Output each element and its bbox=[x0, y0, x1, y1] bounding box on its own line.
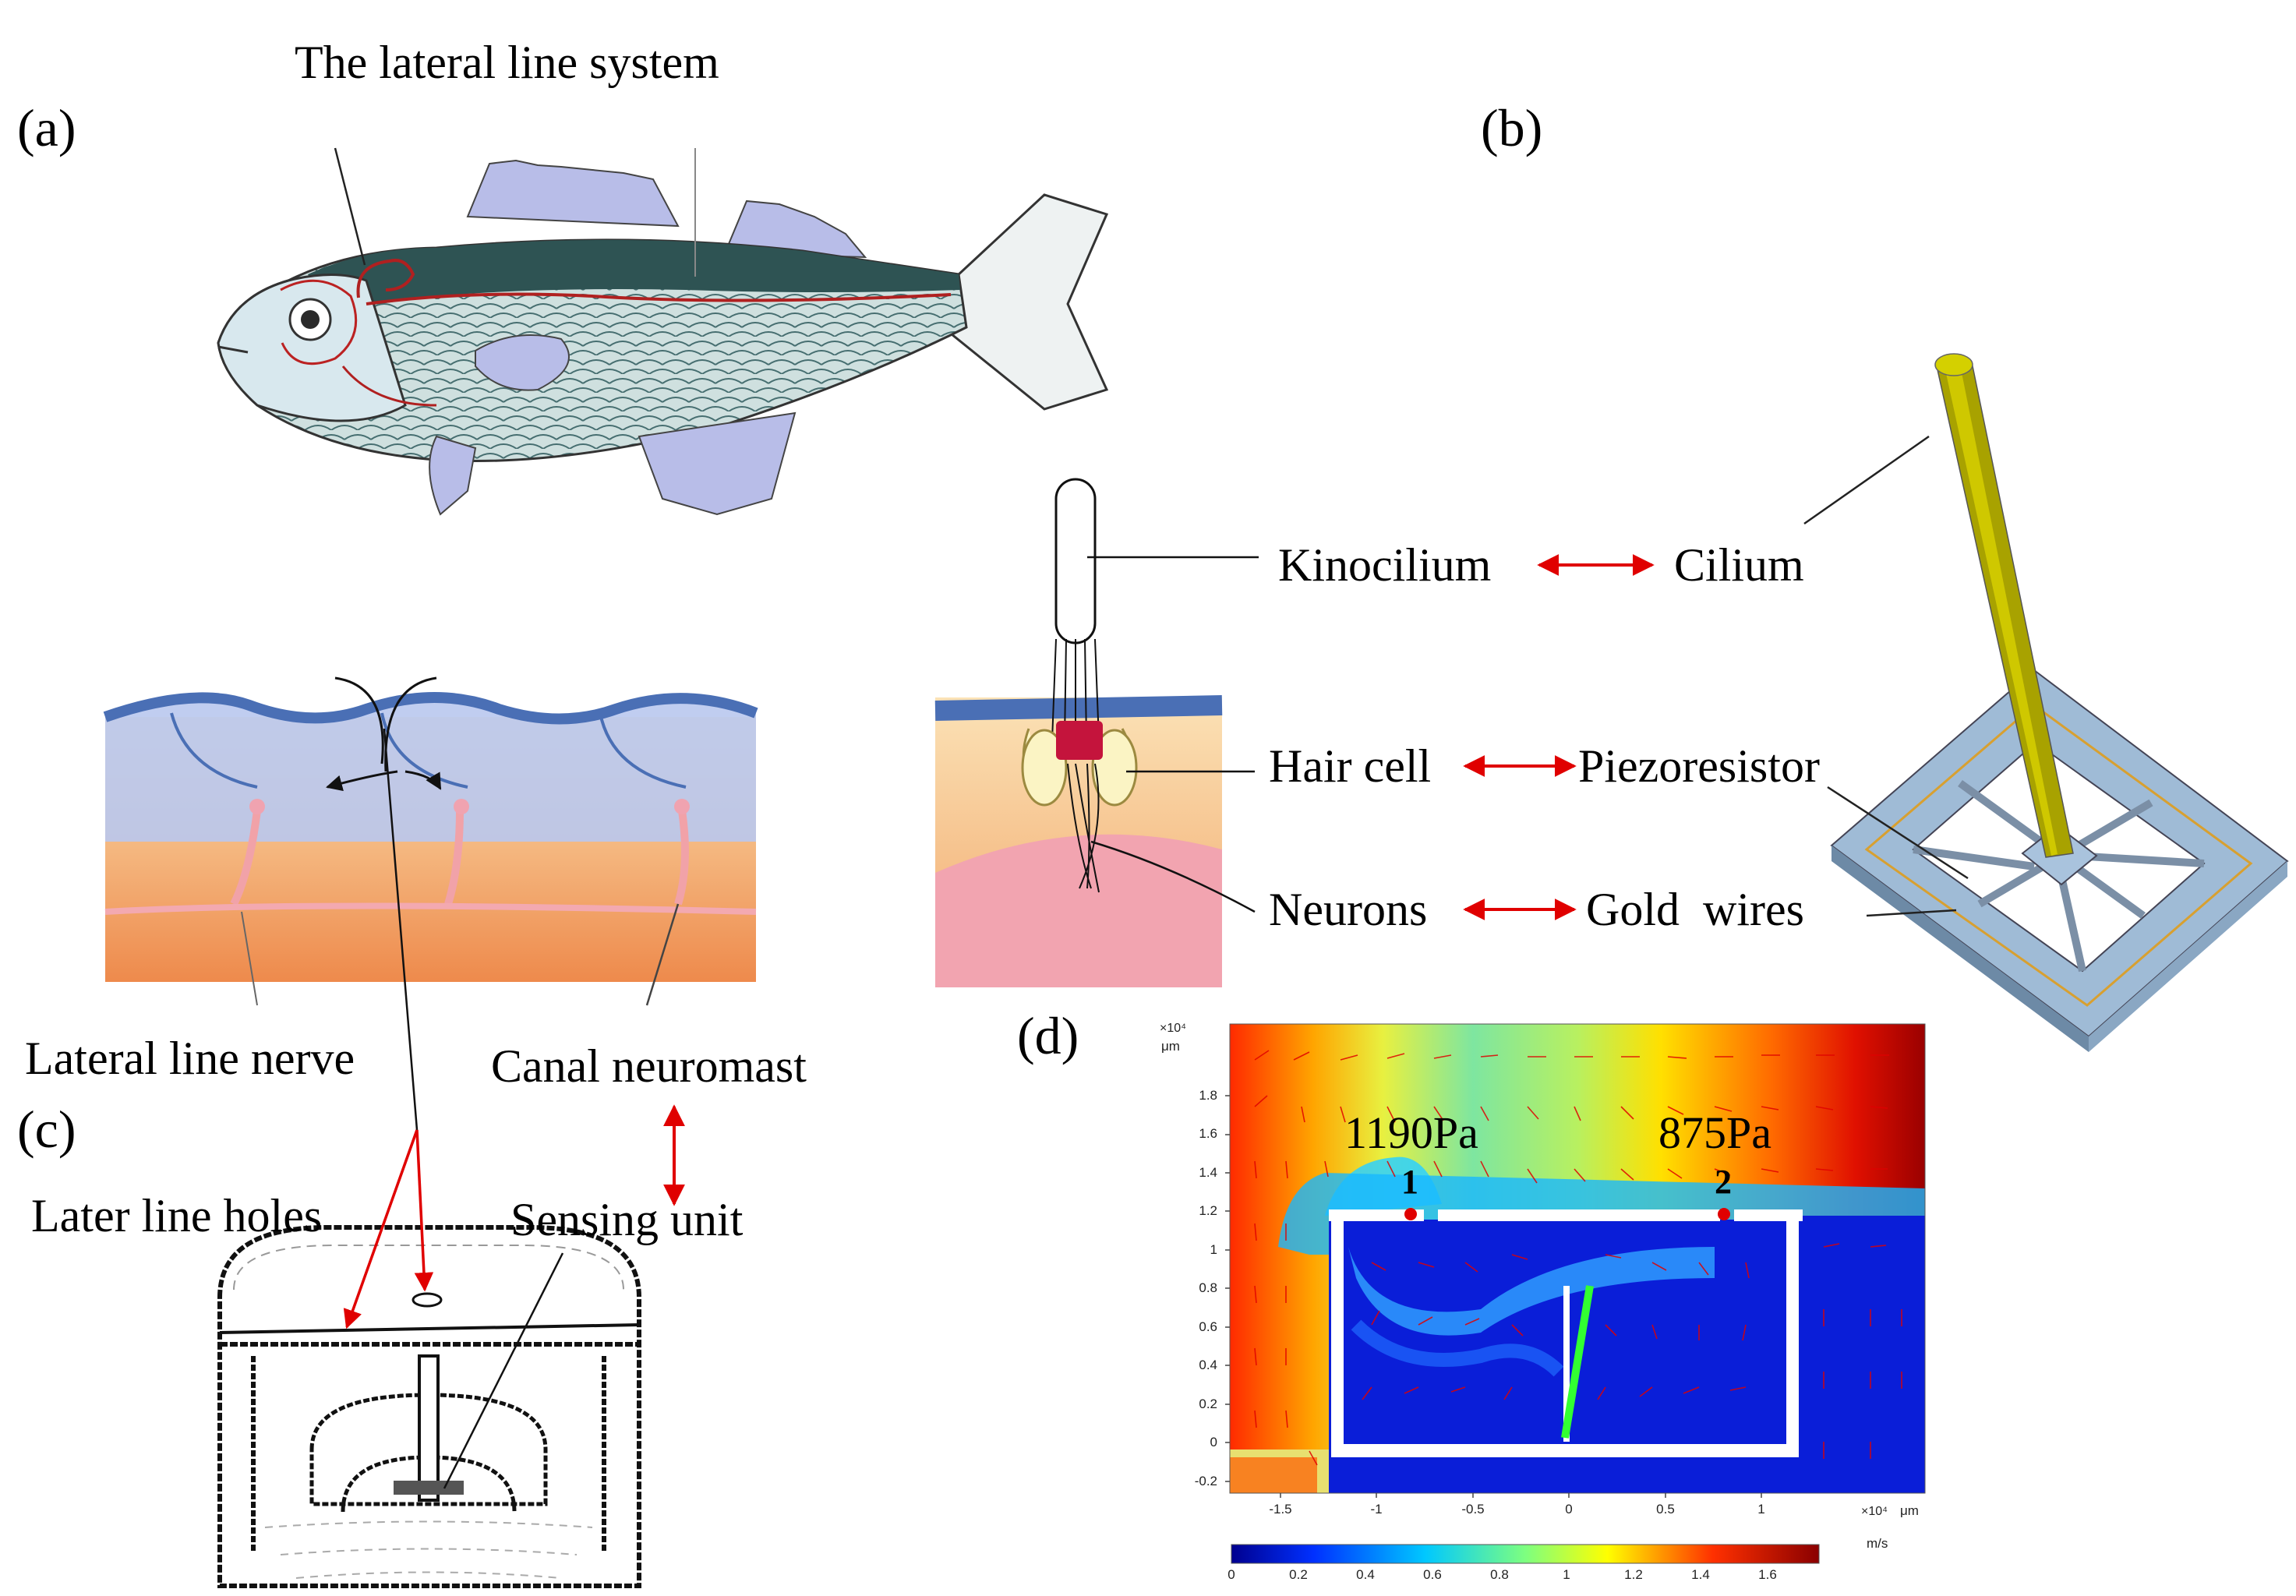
colorbar-tick: 0.6 bbox=[1423, 1567, 1442, 1582]
y-tick: 1 bbox=[1210, 1242, 1217, 1257]
x-tick: -1.5 bbox=[1269, 1502, 1292, 1517]
colorbar-tick: 1 bbox=[1563, 1567, 1570, 1582]
sensor-housing-drawing bbox=[217, 1129, 641, 1588]
lateral-line-nerve-label: Lateral line nerve bbox=[25, 1033, 355, 1084]
canal-cross-section bbox=[103, 676, 758, 1131]
hair-cell-illustration bbox=[934, 478, 1259, 987]
simulation-plot bbox=[1225, 1023, 1926, 1564]
colorbar bbox=[1231, 1544, 1820, 1564]
pressure-point-2-value: 875Pa bbox=[1658, 1107, 1771, 1158]
y-tick: 0.6 bbox=[1199, 1319, 1217, 1334]
y-tick: 0.2 bbox=[1199, 1396, 1217, 1411]
y-tick: 1.4 bbox=[1199, 1165, 1217, 1180]
gold-wires-label: Gold wires bbox=[1586, 884, 1804, 935]
x-tick: -0.5 bbox=[1461, 1502, 1485, 1517]
cilium-label: Cilium bbox=[1674, 539, 1804, 591]
x-tick: -1 bbox=[1370, 1502, 1383, 1517]
mems-sensor-3d bbox=[1803, 353, 2289, 1052]
colorbar-tick: 1.2 bbox=[1624, 1567, 1643, 1582]
sensing-unit-label: Sensing unit bbox=[510, 1194, 744, 1245]
pressure-point-1-marker: 1 bbox=[1401, 1163, 1418, 1201]
colorbar-tick: 0 bbox=[1227, 1567, 1235, 1582]
kinocilium-label: Kinocilium bbox=[1278, 539, 1492, 591]
neurons-label: Neurons bbox=[1269, 884, 1428, 935]
y-tick: 0.4 bbox=[1199, 1358, 1217, 1372]
panel-label-b: (b) bbox=[1481, 98, 1543, 157]
colorbar-tick: 0.4 bbox=[1356, 1567, 1375, 1582]
mapping-arrows bbox=[663, 554, 1655, 1206]
x-axis-unit: μm bbox=[1900, 1503, 1919, 1518]
piezoresistor-label: Piezoresistor bbox=[1578, 740, 1820, 792]
lateral-line-title: The lateral line system bbox=[295, 37, 719, 88]
colorbar-tick: 0.8 bbox=[1490, 1567, 1509, 1582]
x-axis-multiplier: ×10⁴ bbox=[1861, 1505, 1888, 1518]
colorbar-tick: 0.2 bbox=[1289, 1567, 1308, 1582]
panel-label-c: (c) bbox=[17, 1100, 76, 1159]
fish-illustration bbox=[217, 147, 1109, 516]
pressure-point-1-value: 1190Pa bbox=[1344, 1107, 1478, 1158]
y-tick: 0 bbox=[1210, 1435, 1217, 1449]
y-tick: 1.6 bbox=[1199, 1126, 1217, 1141]
panel-label-d: (d) bbox=[1017, 1006, 1079, 1065]
panel-label-a: (a) bbox=[17, 98, 76, 157]
pressure-point-2-marker: 2 bbox=[1715, 1163, 1732, 1201]
y-tick: 1.2 bbox=[1199, 1203, 1217, 1218]
hair-cell-label: Hair cell bbox=[1269, 740, 1432, 792]
y-axis-multiplier: ×10⁴ bbox=[1160, 1022, 1187, 1035]
colorbar-unit: m/s bbox=[1867, 1536, 1888, 1551]
velocity-arrows bbox=[1254, 1050, 1902, 1466]
x-tick: 0.5 bbox=[1656, 1502, 1675, 1517]
colorbar-tick: 1.4 bbox=[1691, 1567, 1710, 1582]
later-line-holes-label: Later line holes bbox=[31, 1190, 323, 1241]
x-tick: 1 bbox=[1757, 1502, 1765, 1517]
x-tick: 0 bbox=[1565, 1502, 1573, 1517]
y-tick: -0.2 bbox=[1194, 1474, 1217, 1488]
y-axis-unit: μm bbox=[1161, 1039, 1180, 1054]
y-tick: 0.8 bbox=[1199, 1280, 1217, 1295]
colorbar-tick: 1.6 bbox=[1758, 1567, 1777, 1582]
canal-neuromast-label: Canal neuromast bbox=[491, 1040, 807, 1092]
y-tick: 1.8 bbox=[1199, 1088, 1217, 1103]
